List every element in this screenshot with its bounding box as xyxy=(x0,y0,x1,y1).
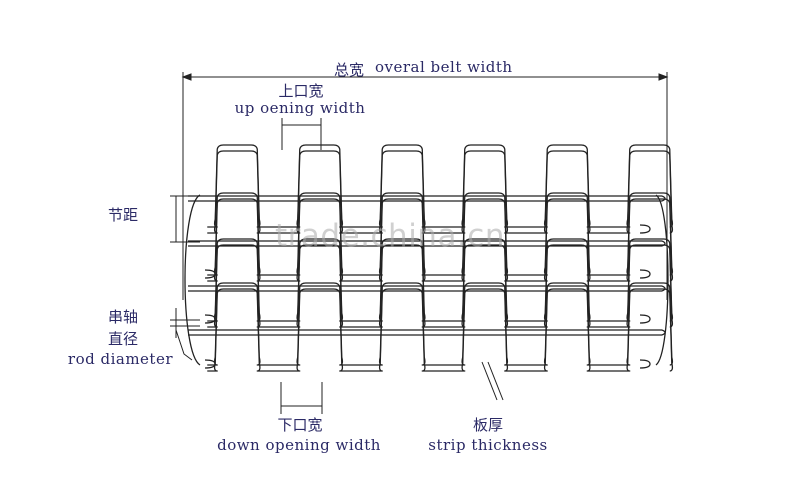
rod-diameter-label-en: rod diameter xyxy=(67,350,173,368)
strip-thickness-leader-2 xyxy=(487,361,504,401)
rod-hook xyxy=(639,359,651,369)
up-opening-label-zh: 上口宽 xyxy=(278,82,324,100)
rod-hook xyxy=(204,269,216,279)
overall-width-label-zh: 总宽 xyxy=(334,61,365,79)
rod-diameter-label-zh-1: 串轴 xyxy=(108,308,139,326)
mesh-row-outer xyxy=(207,238,674,322)
mesh-row-inner xyxy=(207,244,674,328)
rod-hook xyxy=(639,269,651,279)
down-opening-label-zh: 下口宽 xyxy=(277,416,323,434)
rod-hook xyxy=(639,224,651,234)
up-opening-label-en: up oening width xyxy=(234,99,366,117)
rod-end-right xyxy=(661,240,666,247)
rod-diameter-label-zh-2: 直径 xyxy=(108,330,139,348)
down-opening-label-en: down opening width xyxy=(217,436,381,454)
arrow-left xyxy=(181,73,192,81)
mesh-row-outer xyxy=(207,192,674,276)
side-bend-left xyxy=(184,194,201,366)
rod-end-right xyxy=(661,285,666,292)
mesh-row-inner xyxy=(207,150,674,234)
mesh-row-inner xyxy=(207,288,674,372)
dimension-lines xyxy=(170,72,669,414)
side-bend-right xyxy=(655,194,669,366)
rod-diameter-leader xyxy=(175,329,193,361)
rod-hook xyxy=(639,314,651,324)
strip-thickness-label-en: strip thickness xyxy=(428,436,548,454)
mesh-belt xyxy=(184,144,674,372)
strip-thickness-label-zh: 板厚 xyxy=(472,416,504,434)
arrow-right xyxy=(658,73,669,81)
mesh-row-outer xyxy=(207,282,674,366)
overall-width-label-en: overal belt width xyxy=(375,58,513,76)
mesh-row-inner xyxy=(207,198,674,282)
watermark: trade.china.cn xyxy=(275,218,505,254)
mesh-row-outer xyxy=(207,144,674,228)
pitch-label: 节距 xyxy=(108,206,139,224)
strip-thickness-leader-1 xyxy=(481,361,498,401)
rod-hook xyxy=(204,359,216,369)
rod-hook xyxy=(204,314,216,324)
rod-end-right xyxy=(661,195,666,202)
